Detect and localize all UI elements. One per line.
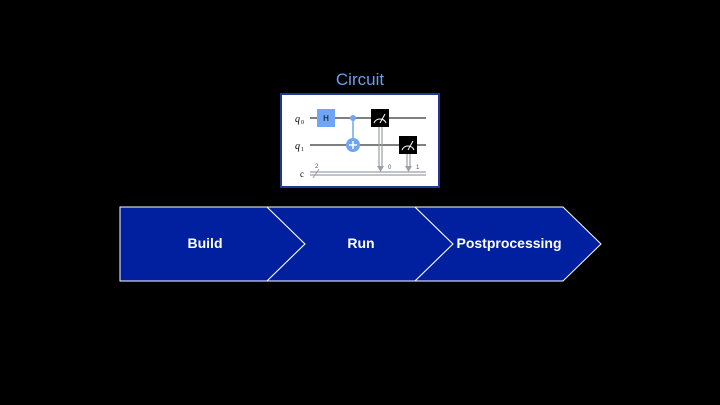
h-gate-label: H bbox=[323, 114, 329, 123]
workflow-step-postprocessing-chevron bbox=[413, 206, 602, 282]
measure-gate-0 bbox=[371, 109, 389, 127]
circuit-diagram: q 0 q 1 c 2 H 0 1 bbox=[280, 93, 440, 188]
cnot-control-dot bbox=[350, 115, 356, 121]
measure-index-0: 0 bbox=[388, 165, 392, 171]
wire-label-c: c bbox=[300, 169, 304, 179]
workflow-step-build-label: Build bbox=[187, 235, 223, 251]
meter-icon-0-arc bbox=[373, 118, 387, 124]
meter-icon-1-needle bbox=[407, 140, 414, 151]
meter-icon-0-needle bbox=[379, 113, 386, 124]
wire-label-q0-sub: 0 bbox=[301, 120, 304, 126]
wire-label-q0: q bbox=[295, 114, 300, 125]
h-gate bbox=[317, 109, 335, 127]
measure-gate-1 bbox=[399, 136, 417, 154]
workflow-step-run-label: Run bbox=[347, 235, 375, 251]
wire-label-q1-sub: 1 bbox=[301, 147, 304, 153]
workflow-step-postprocessing-label: Postprocessing bbox=[456, 235, 562, 251]
wire-label-q1: q bbox=[295, 141, 300, 152]
classical-bus-slash bbox=[312, 168, 320, 179]
measure-index-1: 1 bbox=[416, 165, 420, 171]
circuit-title: Circuit bbox=[335, 70, 385, 89]
circuit-svg: q 0 q 1 c 2 H 0 1 bbox=[295, 109, 426, 179]
meter-icon-1-arc bbox=[401, 145, 415, 151]
classical-bit-count: 2 bbox=[315, 164, 319, 170]
measure-1-arrow bbox=[405, 166, 412, 172]
measure-0-arrow bbox=[377, 166, 384, 172]
